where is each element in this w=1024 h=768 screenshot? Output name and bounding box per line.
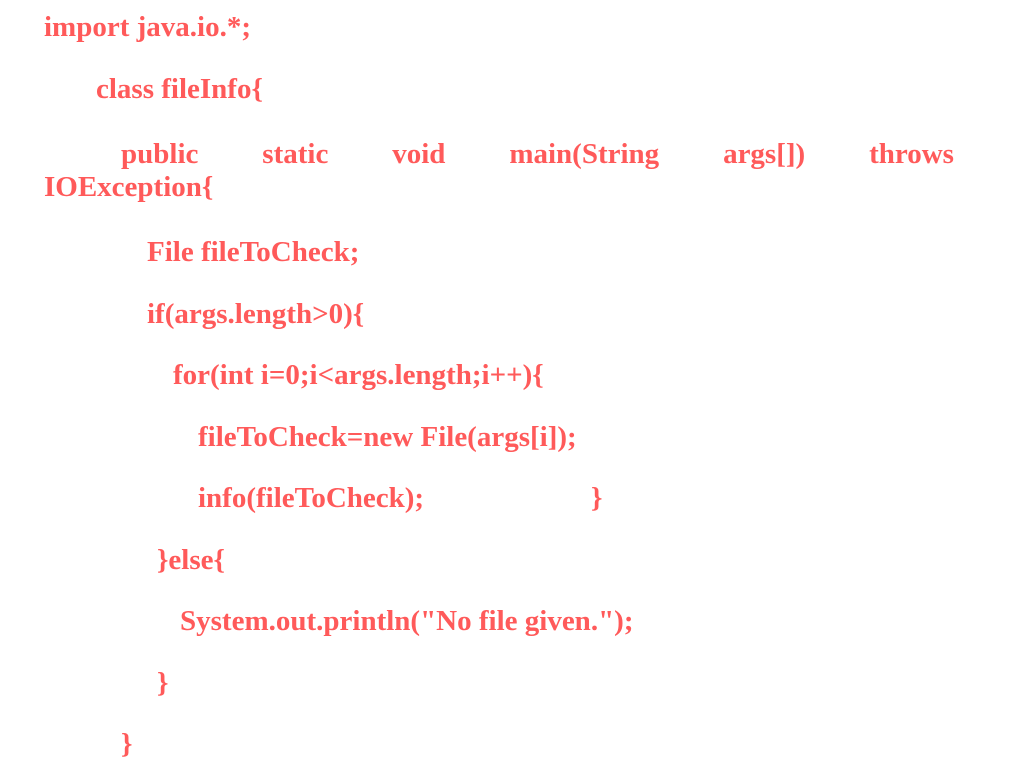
code-line-for: for(int i=0;i<args.length;i++){: [173, 359, 544, 391]
code-line-assign: fileToCheck=new File(args[i]);: [198, 421, 577, 453]
param-args: args[]): [723, 138, 806, 170]
code-line-for-close-brace: }: [591, 482, 603, 514]
code-line-file-decl: File fileToCheck;: [147, 236, 360, 268]
code-line-if: if(args.length>0){: [147, 298, 365, 330]
exception-type: IOException{: [44, 171, 214, 203]
main-signature-words: public static void main(String args[]) t…: [44, 133, 954, 175]
keyword-public: public: [121, 138, 199, 170]
method-main: main(String: [509, 138, 660, 170]
code-line-main-signature: public static void main(String args[]) t…: [44, 133, 954, 208]
keyword-throws: throws: [869, 138, 954, 170]
code-line-else: }else{: [157, 544, 225, 576]
code-line-if-close-brace: }: [157, 667, 169, 699]
keyword-static: static: [262, 138, 329, 170]
code-line-println: System.out.println("No file given.");: [180, 605, 634, 637]
code-line-info-call: info(fileToCheck);: [198, 482, 425, 514]
keyword-void: void: [392, 138, 446, 170]
code-line-import: import java.io.*;: [44, 11, 251, 43]
code-line-main-close-brace: }: [121, 728, 133, 760]
code-line-class-decl: class fileInfo{: [96, 73, 263, 105]
